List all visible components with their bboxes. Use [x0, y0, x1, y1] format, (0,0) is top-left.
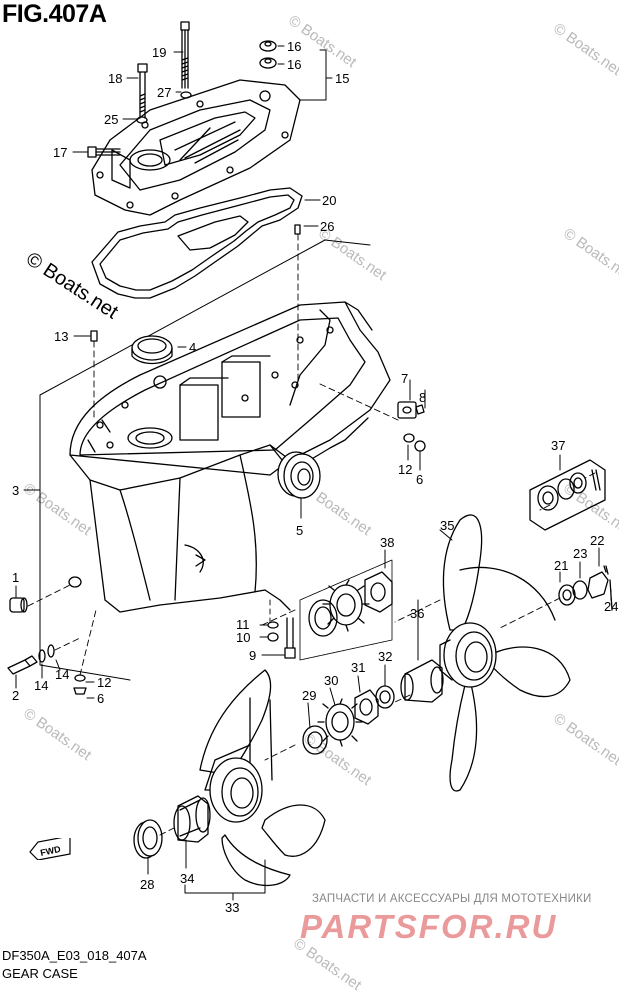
- callout: 4: [189, 340, 196, 355]
- callout: 2: [12, 688, 19, 703]
- callout: 34: [180, 871, 194, 886]
- dowel-1: [9, 597, 28, 613]
- callout: 3: [12, 483, 19, 498]
- callout: 29: [302, 688, 316, 703]
- callout: 37: [551, 438, 565, 453]
- callout: 18: [108, 71, 122, 86]
- callout: 23: [573, 546, 587, 561]
- callout: 14: [34, 678, 48, 693]
- callout: 6: [97, 691, 104, 706]
- callout: 33: [225, 900, 239, 915]
- sleeve-36: [400, 659, 444, 703]
- footer-name: GEAR CASE: [2, 966, 78, 981]
- callout: 30: [324, 673, 338, 688]
- callout: 24: [604, 599, 618, 614]
- callout: 22: [590, 533, 604, 548]
- gear-case-housing: [39, 239, 391, 681]
- callout-labels: 19 18 27 25 17 16 16 15 20 26 13 4 3 5 7…: [12, 39, 618, 915]
- washer-28: [133, 819, 163, 859]
- callout: 21: [554, 558, 568, 573]
- callout: 36: [410, 606, 424, 621]
- fwd-label: FWD: [39, 844, 62, 858]
- part-37-assembly: [529, 459, 606, 531]
- callout: 10: [236, 630, 250, 645]
- callout: 16: [287, 57, 301, 72]
- fwd-arrow-icon: FWD: [29, 838, 71, 860]
- propeller-35: [439, 514, 571, 792]
- callout: 12: [398, 462, 412, 477]
- callout: 17: [53, 145, 67, 160]
- bearing-5: [277, 451, 321, 499]
- callout: 14: [55, 667, 69, 682]
- callout: 12: [97, 675, 111, 690]
- callout: 32: [378, 649, 392, 664]
- callout: 13: [54, 329, 68, 344]
- callout: 9: [249, 648, 256, 663]
- callout: 27: [157, 85, 171, 100]
- figure-title: FIG.407A: [2, 0, 107, 28]
- callout: 16: [287, 39, 301, 54]
- top-plate: [91, 79, 301, 216]
- callout: 28: [140, 877, 154, 892]
- spacer-34: [173, 795, 211, 843]
- callout: 25: [104, 112, 118, 127]
- callout: 8: [419, 390, 426, 405]
- propeller-33: [199, 669, 326, 887]
- callout: 6: [416, 472, 423, 487]
- callout: 38: [380, 535, 394, 550]
- callout: 15: [335, 71, 349, 86]
- bolt-18: [137, 63, 148, 119]
- callout: 19: [152, 45, 166, 60]
- shop-tagline: ЗАПЧАСТИ И АКСЕССУАРЫ ДЛЯ МОТОТЕХНИКИ: [312, 893, 592, 905]
- bolt-17: [87, 146, 121, 158]
- callout: 11: [236, 617, 250, 632]
- shop-logo: PARTSFOR.RU: [300, 908, 558, 945]
- callout: 35: [440, 518, 454, 533]
- callout: 26: [320, 219, 334, 234]
- bolt-19: [180, 21, 190, 89]
- callout: 1: [12, 570, 19, 585]
- callout: 7: [401, 371, 408, 386]
- gasket: [91, 187, 303, 299]
- footer-code: DF350A_E03_018_407A: [2, 948, 147, 963]
- callout: 5: [296, 523, 303, 538]
- callout: 20: [322, 193, 336, 208]
- plug-2: [7, 655, 38, 675]
- gear-38-assembly: [299, 559, 393, 661]
- callout: 31: [351, 660, 365, 675]
